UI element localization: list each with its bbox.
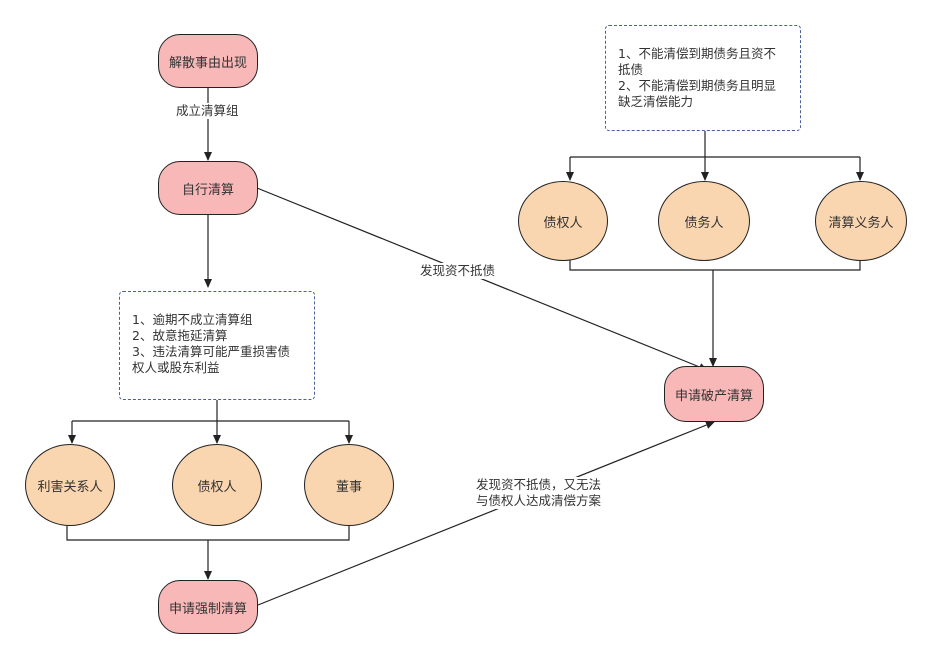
note-line: 2、故意拖延清算 (132, 328, 228, 343)
edge-self-to-bankruptcy (256, 187, 708, 371)
creditor-right-node: 债权人 (518, 181, 608, 261)
edge-label-form-group: 成立清算组 (174, 103, 241, 119)
note-line: 2、不能清偿到期债务且明显 (618, 78, 776, 93)
note-line: 3、违法清算可能严重损害债 (132, 344, 290, 359)
debtor-node: 债务人 (658, 181, 750, 261)
note-line: 1、不能清偿到期债务且资不 (618, 46, 776, 61)
liquidation-obligor-node: 清算义务人 (815, 181, 907, 261)
edge-label-line: 发现资不抵债，又无法 (476, 477, 602, 492)
bankruptcy-conditions-note: 1、不能清偿到期债务且资不 抵债 2、不能清偿到期债务且明显 缺乏清偿能力 (605, 25, 801, 131)
edge-forced-to-bankruptcy (257, 421, 715, 606)
edge-parties-merge (66, 526, 350, 541)
self-liquidation-node: 自行清算 (158, 161, 258, 215)
director-node: 董事 (304, 444, 394, 526)
apply-bankruptcy-liquidation-node: 申请破产清算 (664, 366, 764, 422)
edge-label-insolvent-no-plan: 发现资不抵债，又无法 与债权人达成清偿方案 (474, 477, 604, 509)
note-line: 缺乏清偿能力 (618, 94, 694, 109)
edge-right-parties-merge (569, 260, 861, 271)
edge-label-line: 与债权人达成清偿方案 (476, 493, 602, 508)
note-line: 1、逾期不成立清算组 (132, 312, 253, 327)
creditor-left-node: 债权人 (172, 444, 262, 526)
interested-party-node: 利害关系人 (25, 444, 115, 526)
note-line: 权人或股东利益 (132, 360, 220, 375)
apply-forced-liquidation-node: 申请强制清算 (158, 580, 258, 634)
dissolution-cause-node: 解散事由出现 (158, 34, 258, 88)
note-line: 抵债 (618, 62, 644, 77)
edge-label-insolvent: 发现资不抵债 (418, 263, 498, 279)
forced-liquidation-conditions-note: 1、逾期不成立清算组 2、故意拖延清算 3、违法清算可能严重损害债 权人或股东利… (119, 291, 315, 400)
